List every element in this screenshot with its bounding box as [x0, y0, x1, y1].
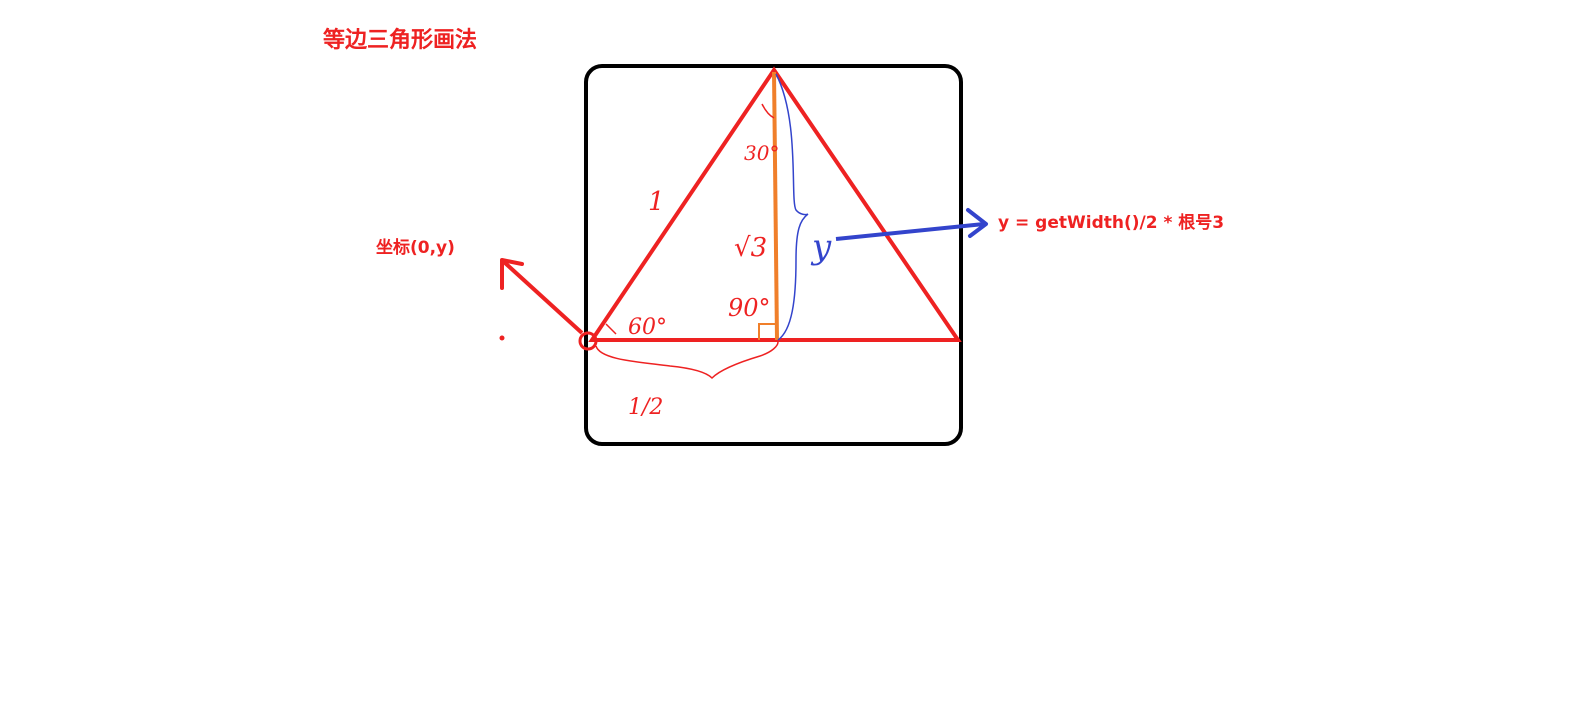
- angle-top-label: 30°: [744, 141, 779, 165]
- hypotenuse-label: 1: [648, 187, 665, 217]
- view-boundary-box: [584, 64, 963, 446]
- height-variable-label: y: [810, 227, 832, 267]
- formula-arrow-shaft: [835, 222, 985, 241]
- height-brace: [775, 73, 809, 341]
- half-base-brace: [595, 341, 779, 380]
- angle-top-arc: [761, 103, 775, 119]
- coordinate-arrow-head: [500, 258, 524, 290]
- right-angle-marker: [758, 323, 776, 340]
- altitude-line: [772, 71, 779, 341]
- stray-dot: [499, 335, 505, 341]
- half-base-label: 1/2: [628, 395, 663, 420]
- angle-left-arc: [605, 323, 617, 335]
- height-label: √3: [734, 233, 767, 263]
- diagram-title: 等边三角形画法: [323, 27, 477, 53]
- origin-marker: [578, 331, 598, 351]
- angle-left-label: 60°: [628, 315, 667, 340]
- angle-right-label: 90°: [728, 294, 771, 322]
- formula-arrow-head: [966, 208, 988, 238]
- coordinate-label: 坐标(0,y): [376, 237, 455, 258]
- coordinate-arrow-shaft: [502, 260, 584, 335]
- height-formula: y = getWidth()/2 * 根号3: [998, 212, 1224, 233]
